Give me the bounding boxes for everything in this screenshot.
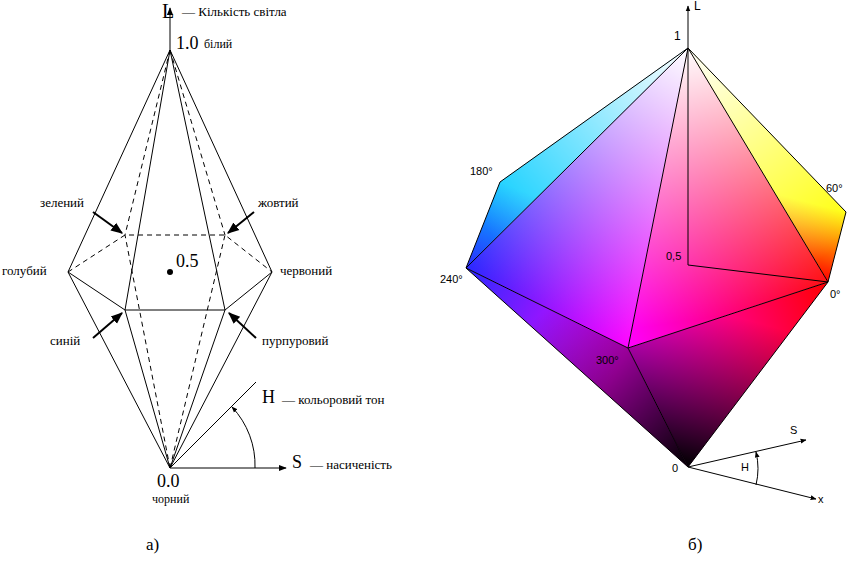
scale-value: 1 (674, 30, 681, 43)
color-name: пурпуровий (262, 334, 328, 348)
color-name: синій (50, 334, 80, 348)
scale-value: 0.5 (176, 252, 199, 272)
color-name: голубий (2, 264, 47, 278)
scale-value: 0 (672, 462, 678, 474)
color-name: зелений (40, 196, 84, 210)
axis-name: H (741, 461, 749, 473)
hue-angle: 60° (826, 182, 843, 194)
axis-caption: — кольоровий тон (282, 393, 384, 407)
hexcone-wireframe (68, 8, 286, 468)
axis-name: L (694, 0, 701, 13)
hue-angle: 300° (596, 354, 619, 366)
hexcone-color (466, 6, 846, 499)
color-name: жовтий (258, 196, 299, 210)
hue-angle: 0° (830, 288, 841, 300)
axis-caption: — Кількість світла (182, 5, 287, 19)
panel-caption: а) (146, 536, 159, 555)
axis-name: S (790, 424, 797, 436)
scale-value: 0.0 (157, 472, 180, 492)
axis-caption: — насиченість (310, 458, 392, 472)
color-name: чорний (152, 493, 189, 506)
hue-angle: 240° (440, 273, 463, 285)
axis-name: L (162, 0, 174, 22)
color-name: червоний (280, 264, 332, 278)
scale-value: 0,5 (666, 250, 681, 262)
panel-caption: б) (688, 536, 702, 555)
center-dot (167, 269, 173, 275)
axis-name: H (262, 388, 275, 408)
axis-name: S (292, 453, 302, 473)
hue-angle: 180° (470, 165, 493, 177)
scale-value: 1.0 (176, 34, 199, 54)
axis-name: x (818, 493, 824, 505)
color-name: білий (204, 38, 232, 51)
